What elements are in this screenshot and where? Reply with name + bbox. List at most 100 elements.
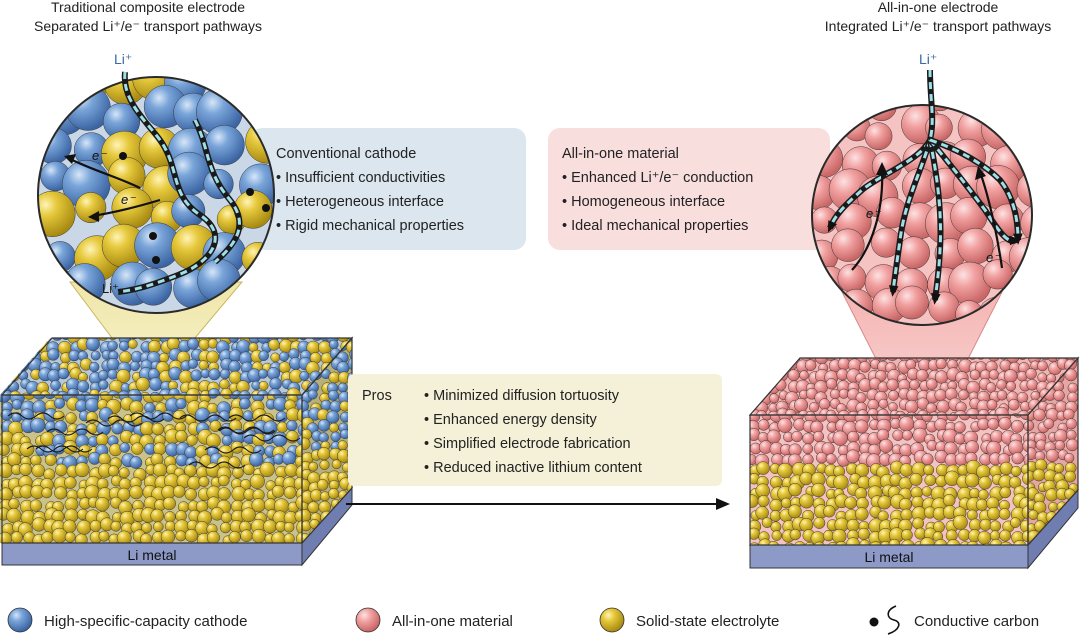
particle [219,378,230,390]
particle [1039,358,1051,361]
particle [787,504,802,519]
particle [1011,452,1024,465]
particle [219,368,231,380]
particle [38,190,76,237]
particle [904,105,931,107]
pros-bullet-1: • Minimized diffusion tortuosity [424,388,620,404]
particle [308,461,319,472]
particle [147,340,161,354]
particle [316,479,329,491]
particle [901,529,913,541]
particle [1066,429,1077,441]
particle [198,360,209,371]
particle [831,228,865,262]
conventional-bullet-3: • Rigid mechanical properties [276,218,464,234]
carbon-dot [119,152,127,160]
particle [76,519,92,535]
particle [812,283,845,324]
particle [1064,470,1077,483]
particle [766,370,780,383]
particle [997,358,1010,360]
carbon-fiber [204,446,262,454]
particle [886,378,899,391]
particle [987,507,1001,521]
particle [54,486,68,500]
particle [750,494,759,508]
particle [74,462,90,478]
particle [998,416,1012,430]
particle [765,361,779,375]
conventional-cathode-box: Conventional cathode • Insufficient cond… [250,128,526,250]
pros-label: Pros [362,388,392,404]
particle [106,390,121,395]
particle [899,463,914,477]
particle [958,415,971,421]
particle [942,494,956,507]
particle [350,508,352,523]
particle [892,429,904,441]
particle [186,434,198,446]
particle [837,409,851,415]
particle [29,499,43,512]
particle [900,508,913,521]
particle [877,495,892,510]
particle [981,108,1024,151]
particle [271,485,285,498]
all-in-one-heading: All-in-one material [562,146,679,162]
particle [978,476,992,490]
particle [1048,501,1059,512]
particle [8,498,20,510]
particle [755,410,768,415]
carbon-fiber [228,414,286,422]
particle [67,387,79,395]
particle [921,415,933,422]
particle [926,378,938,390]
particle [999,461,1013,476]
particle [150,395,165,403]
particle [750,370,760,384]
particle [1067,391,1078,403]
particle [162,496,176,511]
particle [915,369,929,382]
particle [825,378,838,390]
particle [756,377,769,391]
particle [53,397,66,409]
legend-item-carbon: Conductive carbon [869,605,1039,635]
particle [917,409,929,415]
legend: High-specific-capacity cathode All-in-on… [7,605,1039,635]
particle [10,531,23,543]
particle [302,437,311,450]
particle [278,361,291,374]
particle [994,406,1009,415]
particle [837,263,867,293]
particle [1019,415,1028,421]
particle [90,350,101,361]
particle [208,368,221,381]
carbon-fiber [217,426,275,434]
particle [49,77,79,91]
particle [924,474,937,487]
particle [909,379,920,390]
particle [804,542,815,545]
left-title-line2: Separated Li⁺/e⁻ transport pathways [34,18,262,34]
particle [50,338,64,341]
particle [267,388,282,395]
particle [1054,440,1066,451]
particle [812,105,845,114]
particle [95,497,110,512]
particle [111,422,124,435]
particle [989,538,1003,545]
particle [279,351,289,362]
particle [825,453,837,465]
particle [777,462,793,479]
particle [206,531,220,543]
carbon-dot [246,188,254,196]
left-circle-particles [38,77,274,312]
particle [757,495,770,507]
particle [270,352,281,363]
particle [296,407,302,423]
particle [986,399,998,411]
particle [1028,509,1039,520]
particle [823,505,836,518]
particle [128,338,140,340]
